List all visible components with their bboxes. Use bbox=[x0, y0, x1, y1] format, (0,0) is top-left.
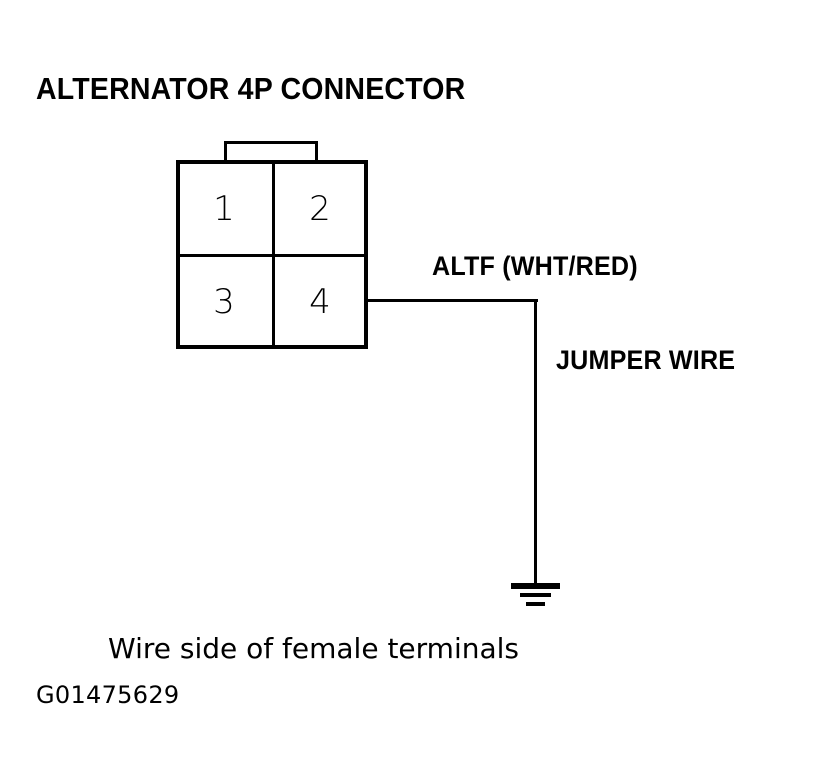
wire-label-altf: ALTF (WHT/RED) bbox=[432, 251, 638, 281]
connector-pin-1: 1 bbox=[213, 189, 235, 229]
connector-divider-horizontal bbox=[176, 254, 368, 257]
connector-pin-3: 3 bbox=[213, 282, 235, 322]
page-title: ALTERNATOR 4P CONNECTOR bbox=[36, 71, 466, 106]
ground-icon-bar-2 bbox=[520, 593, 551, 597]
wire-segment-vertical bbox=[534, 299, 537, 587]
ground-icon-bar-1 bbox=[511, 583, 560, 589]
figure-id-code: G01475629 bbox=[36, 681, 180, 709]
figure-caption: Wire side of female terminals bbox=[108, 632, 520, 665]
wire-segment-horizontal bbox=[366, 299, 538, 302]
ground-icon-bar-3 bbox=[526, 602, 545, 606]
connector-latch-tab bbox=[224, 141, 318, 163]
wire-label-jumper: JUMPER WIRE bbox=[556, 345, 736, 375]
connector-pin-4: 4 bbox=[309, 282, 331, 322]
connector-pin-2: 2 bbox=[309, 189, 331, 229]
